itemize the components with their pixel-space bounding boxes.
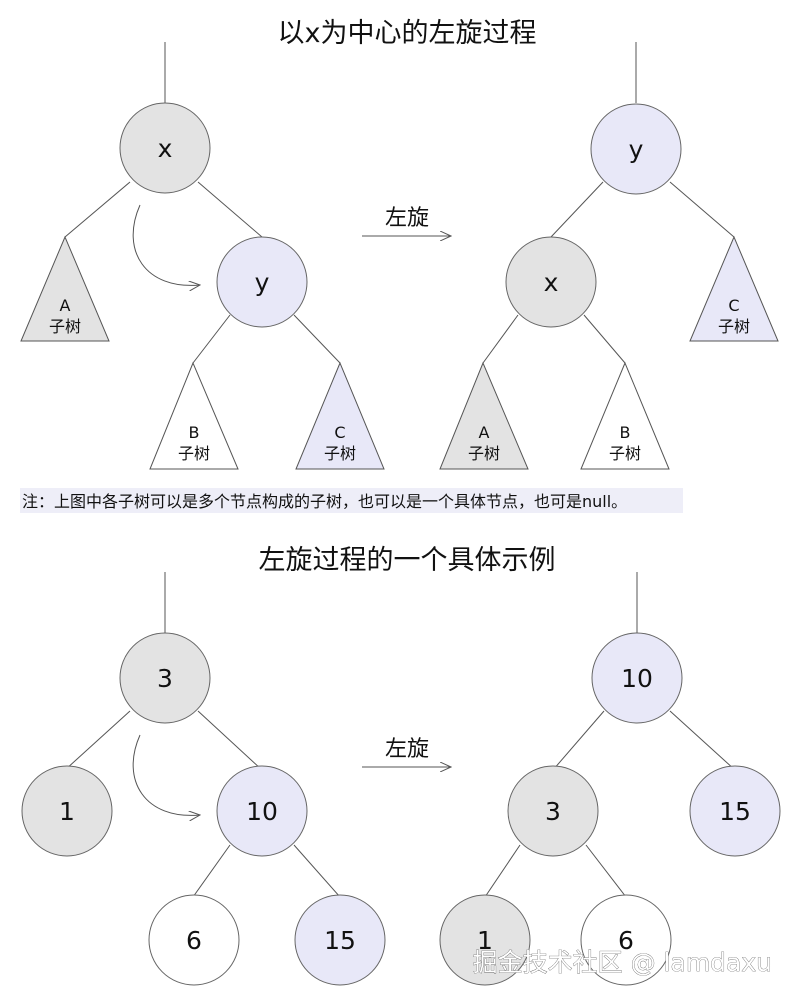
subtree-a-caption: 子树 [49, 317, 81, 336]
section2-before-node-15: 15 [294, 894, 386, 986]
subtree-b-caption: 子树 [609, 444, 641, 463]
section2-before-node-6: 6 [148, 894, 240, 986]
section1-before-subtree-c: C 子树 [295, 361, 385, 470]
section2-after-node-6: 6 [580, 894, 672, 986]
node-x-label: x [544, 268, 559, 297]
node-y-label: y [255, 268, 270, 297]
node-y-label: y [629, 135, 644, 164]
node-label: 10 [621, 664, 653, 693]
section1-after-subtree-a: A 子树 [439, 361, 529, 470]
section2-before-node-10: 10 [216, 765, 308, 857]
section2-before-node-3: 3 [119, 632, 211, 724]
rotation-arrow-label: 左旋 [385, 737, 429, 762]
subtree-c-caption: 子树 [718, 317, 750, 336]
section1-before-node-x: x [119, 102, 211, 194]
node-label: 6 [618, 926, 634, 955]
note-box: 注：上图中各子树可以是多个节点构成的子树，也可以是一个具体节点，也可是null。 [20, 488, 683, 513]
section1-after-subtree-c: C 子树 [689, 235, 779, 342]
example-rotation-curve-arrow [132, 734, 200, 815]
subtree-c-letter: C [728, 296, 739, 315]
section2-title: 左旋过程的一个具体示例 [259, 545, 556, 576]
node-label: 15 [324, 926, 356, 955]
section2-after-node-1: 1 [439, 894, 531, 986]
section1-after-subtree-b: B 子树 [580, 361, 670, 470]
section1-before-node-y: y [216, 236, 308, 328]
subtree-b-letter: B [620, 423, 631, 442]
subtree-b-caption: 子树 [178, 444, 210, 463]
node-label: 1 [59, 797, 75, 826]
section2-after-node-3: 3 [507, 765, 599, 857]
subtree-a-caption: 子树 [468, 444, 500, 463]
rotation-curve-arrow [132, 204, 200, 285]
node-label: 3 [157, 664, 173, 693]
section1-after-edges [482, 42, 735, 364]
section2-after-node-10: 10 [591, 632, 683, 724]
section1-before-subtree-a: A 子树 [20, 235, 110, 342]
node-label: 15 [719, 797, 751, 826]
node-label: 3 [545, 797, 561, 826]
subtree-b-letter: B [189, 423, 200, 442]
subtree-a-letter: A [479, 423, 490, 442]
node-label: 10 [246, 797, 278, 826]
section2-before-edges [64, 572, 341, 898]
subtree-c-letter: C [334, 423, 345, 442]
section2-after-edges [484, 572, 736, 898]
node-label: 6 [186, 926, 202, 955]
note-text: 注：上图中各子树可以是多个节点构成的子树，也可以是一个具体节点，也可是null。 [22, 492, 627, 511]
section2-after-node-15: 15 [689, 765, 781, 857]
section2-rotation-arrow: 左旋 [362, 737, 451, 767]
section1-title: 以x为中心的左旋过程 [278, 18, 537, 49]
rotation-arrow-label: 左旋 [385, 206, 429, 231]
section1-after-node-x: x [505, 236, 597, 328]
section1-before-edges [64, 42, 341, 364]
watermark: 掘金技术社区 @ lamdaxu [473, 948, 772, 977]
subtree-a-letter: A [60, 296, 71, 315]
subtree-c-caption: 子树 [324, 444, 356, 463]
node-x-label: x [158, 134, 173, 163]
section1-after-node-y: y [590, 103, 682, 195]
section1-before-subtree-b: B 子树 [149, 361, 239, 470]
node-label: 1 [477, 926, 493, 955]
section1-rotation-arrow: 左旋 [362, 206, 451, 236]
section2-before-node-1: 1 [21, 765, 113, 857]
